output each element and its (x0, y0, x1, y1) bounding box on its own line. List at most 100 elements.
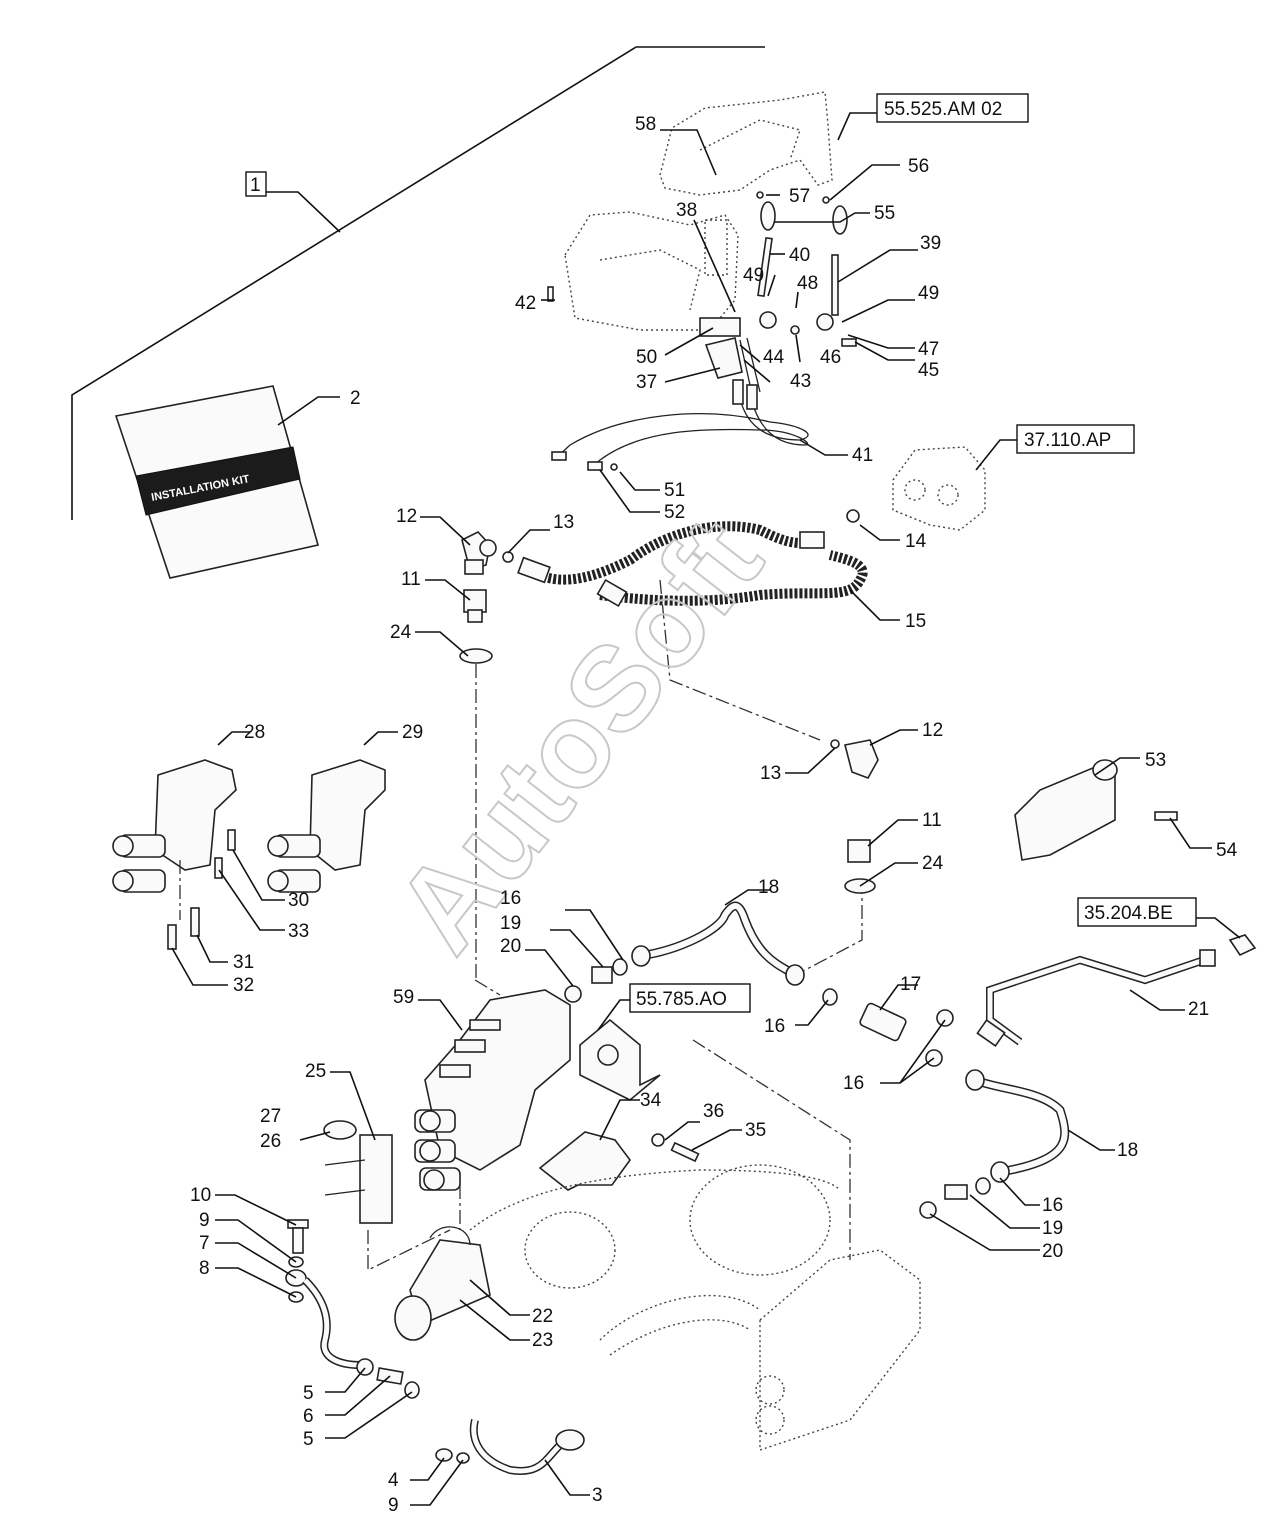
callout-55: 55 (874, 203, 895, 224)
callout-16c: 16 (843, 1073, 864, 1094)
valve-holder (323, 1120, 451, 1272)
callout-30: 30 (288, 890, 309, 911)
ref-37-110-ap: 37.110.AP (1024, 430, 1111, 451)
callout-53: 53 (1145, 750, 1166, 771)
support-bracket (538, 1131, 700, 1191)
callout-11a: 11 (401, 569, 421, 590)
control-levers (547, 191, 857, 393)
callout-54: 54 (1216, 840, 1238, 861)
callout-29: 29 (402, 722, 423, 743)
callout-18a: 18 (758, 877, 779, 898)
quick-coupler-block-right (267, 759, 386, 893)
pipe-long (976, 934, 1257, 1047)
callout-49b: 49 (918, 283, 939, 304)
diverter-valve (394, 1226, 491, 1341)
callout-9b: 9 (388, 1495, 399, 1516)
callout-59: 59 (393, 987, 414, 1008)
callout-5b: 5 (303, 1429, 314, 1450)
callout-48: 48 (797, 273, 818, 294)
callout-38: 38 (676, 200, 697, 221)
callout-56: 56 (908, 156, 929, 177)
callout-11b: 11 (922, 810, 942, 831)
pipe-upper (564, 901, 838, 1006)
callout-37: 37 (636, 372, 657, 393)
callout-47: 47 (918, 339, 939, 360)
callout-25: 25 (305, 1061, 326, 1082)
callout-6: 6 (303, 1406, 314, 1427)
callout-5a: 5 (303, 1383, 314, 1404)
control-valve (414, 989, 571, 1191)
callout-43: 43 (790, 371, 811, 392)
callout-22: 22 (532, 1306, 553, 1327)
callout-23: 23 (532, 1330, 553, 1351)
mounting-plate (579, 1018, 661, 1101)
callout-8: 8 (199, 1258, 210, 1279)
console-cover (659, 91, 833, 196)
callout-36: 36 (703, 1101, 724, 1122)
callout-50: 50 (636, 347, 657, 368)
callout-16d: 16 (1042, 1195, 1063, 1216)
watermark: AutoSoft (370, 494, 787, 976)
callout-24a: 24 (390, 622, 412, 643)
callout-31: 31 (233, 952, 254, 973)
pressure-switch (859, 1002, 954, 1067)
callout-57: 57 (789, 186, 810, 207)
callout-3: 3 (592, 1485, 603, 1506)
callout-14: 14 (905, 531, 927, 552)
pipe-lower (919, 1069, 1070, 1219)
callout-26: 26 (260, 1131, 281, 1152)
hose-assembly (517, 509, 868, 608)
callout-27: 27 (260, 1106, 281, 1127)
elbow-fitting-lower (830, 739, 879, 894)
kit-group-bracket: 1 (71, 46, 765, 520)
callout-32: 32 (233, 975, 254, 996)
callout-20a: 20 (500, 936, 521, 957)
callout-17: 17 (900, 974, 921, 995)
callout-42: 42 (515, 293, 536, 314)
callout-21: 21 (1188, 999, 1209, 1020)
callout-19a: 19 (500, 913, 521, 934)
callout-24b: 24 (922, 853, 944, 874)
tractor-outline (469, 1039, 921, 1451)
ref-55-785-ao: 55.785.AO (636, 989, 727, 1010)
lubrication-line (285, 1219, 585, 1475)
callout-45: 45 (918, 360, 939, 381)
callout-34: 34 (640, 1090, 662, 1111)
callout-4: 4 (388, 1470, 399, 1491)
elbow-fitting-upper (459, 531, 514, 664)
cylinder-assembly (1014, 759, 1178, 861)
callout-58: 58 (635, 114, 656, 135)
callout-46: 46 (820, 347, 841, 368)
callout-13a: 13 (553, 512, 574, 533)
callout-16a: 16 (500, 888, 521, 909)
callout-9a: 9 (199, 1210, 210, 1231)
callout-44: 44 (763, 347, 785, 368)
lever-mounting-bracket (564, 211, 739, 331)
ref-35-204-be: 35.204.BE (1084, 903, 1173, 924)
callout-28: 28 (244, 722, 265, 743)
callout-39: 39 (920, 233, 941, 254)
hydraulic-block (892, 446, 986, 531)
callout-2: 2 (350, 388, 361, 409)
control-cables (551, 379, 809, 471)
callout-19b: 19 (1042, 1218, 1063, 1239)
coupler-bolts (167, 829, 236, 950)
callout-20b: 20 (1042, 1241, 1063, 1262)
callout-7: 7 (199, 1233, 210, 1254)
callout-49a: 49 (743, 265, 764, 286)
installation-kit-booklet: INSTALLATION KIT (114, 385, 320, 579)
callout-numbers: 58 56 57 55 38 40 39 49 48 49 42 47 50 4… (190, 114, 1238, 1516)
callout-12a: 12 (396, 506, 417, 527)
callout-12b: 12 (922, 720, 943, 741)
callout-40: 40 (789, 245, 810, 266)
ref-55-525-am-02: 55.525.AM 02 (884, 99, 1002, 120)
callout-51: 51 (664, 480, 685, 501)
callout-13b: 13 (760, 763, 781, 784)
callout-18b: 18 (1117, 1140, 1138, 1161)
callout-33: 33 (288, 921, 309, 942)
callout-41: 41 (852, 445, 873, 466)
callout-15: 15 (905, 611, 926, 632)
callout-10: 10 (190, 1185, 211, 1206)
callout-52: 52 (664, 502, 685, 523)
quick-coupler-block-left (112, 759, 237, 893)
